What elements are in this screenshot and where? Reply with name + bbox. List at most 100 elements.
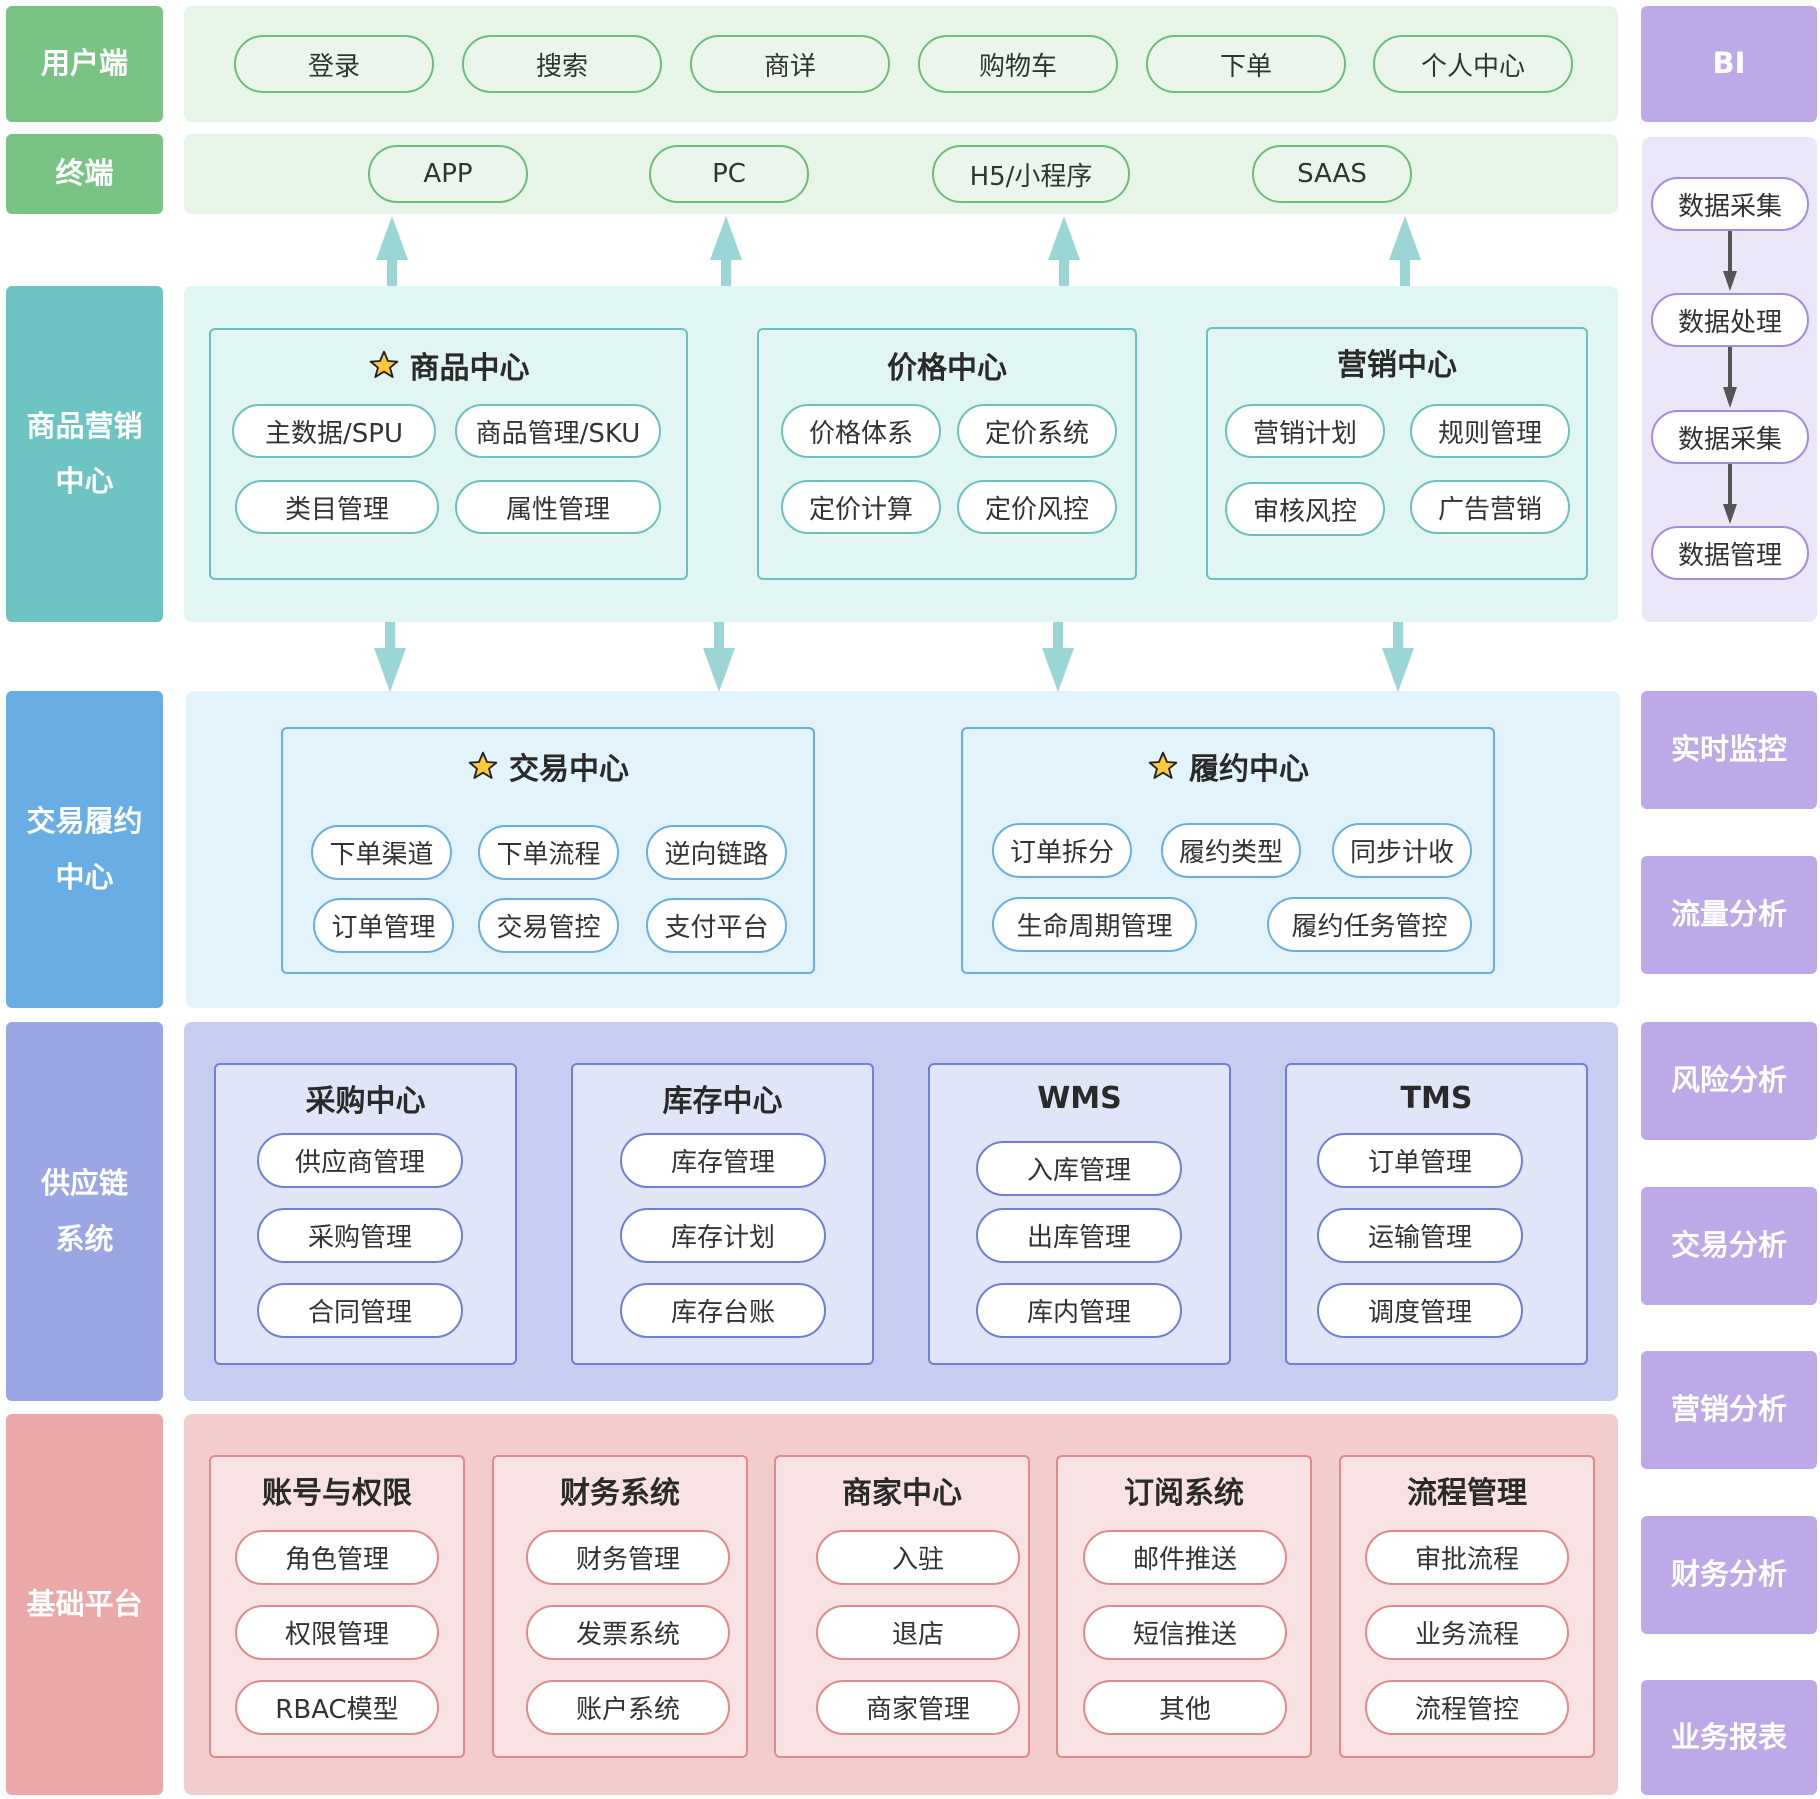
user-action-search[interactable]: 搜索 <box>462 35 662 93</box>
bi-module-business-report[interactable]: 业务报表 <box>1641 1680 1817 1795</box>
user-action-order[interactable]: 下单 <box>1146 35 1346 93</box>
box-title: 账号与权限 <box>262 1476 412 1511</box>
arrow-up-icon <box>710 216 742 286</box>
module-pill[interactable]: RBAC模型 <box>235 1680 439 1735</box>
module-pill[interactable]: 入库管理 <box>976 1141 1182 1196</box>
box-title: 订阅系统 <box>1124 1476 1244 1511</box>
module-pill[interactable]: 流程管控 <box>1365 1680 1569 1735</box>
module-pill[interactable]: 退店 <box>816 1605 1020 1660</box>
box-title: 流程管理 <box>1407 1476 1527 1511</box>
bi-module-traffic-analysis[interactable]: 流量分析 <box>1641 856 1817 974</box>
user-action-login[interactable]: 登录 <box>234 35 434 93</box>
arrow-down-icon <box>374 622 406 692</box>
arrow-up-icon <box>1048 216 1080 286</box>
arrow-down-icon <box>1723 347 1737 408</box>
module-pill[interactable]: 账户系统 <box>526 1680 730 1735</box>
arrow-down-icon <box>1723 464 1737 524</box>
layer-label-trade-fulfillment: 交易履约 中心 <box>6 691 163 1008</box>
module-pill[interactable]: 采购管理 <box>257 1208 463 1263</box>
terminal-app[interactable]: APP <box>368 145 528 203</box>
module-pill[interactable]: 逆向链路 <box>646 825 787 880</box>
bi-header: BI <box>1641 6 1817 122</box>
bi-module-marketing-analysis[interactable]: 营销分析 <box>1641 1351 1817 1469</box>
module-pill[interactable]: 库存计划 <box>620 1208 826 1263</box>
module-pill[interactable]: 下单流程 <box>478 825 619 880</box>
module-pill[interactable]: 短信推送 <box>1083 1605 1287 1660</box>
module-pill[interactable]: 主数据/SPU <box>232 404 436 458</box>
bi-module-realtime-monitor[interactable]: 实时监控 <box>1641 691 1817 809</box>
module-pill[interactable]: 营销计划 <box>1225 404 1385 458</box>
box-title: WMS <box>1037 1080 1122 1116</box>
module-pill[interactable]: 供应商管理 <box>257 1133 463 1188</box>
module-pill[interactable]: 运输管理 <box>1317 1208 1523 1263</box>
bi-module-trade-analysis[interactable]: 交易分析 <box>1641 1187 1817 1305</box>
star-icon <box>468 751 498 779</box>
module-pill[interactable]: 定价系统 <box>957 404 1117 458</box>
module-pill[interactable]: 类目管理 <box>235 480 439 534</box>
box-title: 采购中心 <box>305 1084 426 1119</box>
user-action-cart[interactable]: 购物车 <box>918 35 1118 93</box>
module-pill[interactable]: 出库管理 <box>976 1208 1182 1263</box>
module-pill[interactable]: 定价计算 <box>781 480 941 534</box>
module-pill[interactable]: 下单渠道 <box>311 825 452 880</box>
module-pill[interactable]: 合同管理 <box>257 1283 463 1338</box>
module-pill[interactable]: 商品管理/SKU <box>455 404 661 458</box>
module-pill[interactable]: 库存管理 <box>620 1133 826 1188</box>
module-pill[interactable]: 广告营销 <box>1410 480 1570 534</box>
bi-module-finance-analysis[interactable]: 财务分析 <box>1641 1516 1817 1634</box>
module-pill[interactable]: 订单管理 <box>1317 1133 1523 1188</box>
module-pill[interactable]: 履约任务管控 <box>1267 897 1472 952</box>
module-pill[interactable]: 规则管理 <box>1410 404 1570 458</box>
module-pill[interactable]: 审核风控 <box>1225 482 1385 536</box>
module-pill[interactable]: 交易管控 <box>478 898 619 953</box>
module-pill[interactable]: 入驻 <box>816 1530 1020 1585</box>
arrow-down-icon <box>1723 231 1737 291</box>
box-title: 财务系统 <box>560 1476 680 1511</box>
module-pill[interactable]: 审批流程 <box>1365 1530 1569 1585</box>
arrow-down-icon <box>1382 622 1414 692</box>
module-pill[interactable]: 邮件推送 <box>1083 1530 1287 1585</box>
terminal-pc[interactable]: PC <box>649 145 809 203</box>
arrow-down-icon <box>1042 622 1074 692</box>
module-pill[interactable]: 订单管理 <box>313 898 454 953</box>
bi-flow-step[interactable]: 数据采集 <box>1651 410 1809 464</box>
layer-label-product-marketing: 商品营销 中心 <box>6 286 163 622</box>
module-pill[interactable]: 其他 <box>1083 1680 1287 1735</box>
layer-label-base-platform: 基础平台 <box>6 1414 163 1795</box>
module-pill[interactable]: 属性管理 <box>455 480 661 534</box>
module-pill[interactable]: 角色管理 <box>235 1530 439 1585</box>
module-pill[interactable]: 发票系统 <box>526 1605 730 1660</box>
box-title: 库存中心 <box>662 1084 783 1119</box>
box-title: 商品中心 <box>409 351 530 386</box>
module-pill[interactable]: 订单拆分 <box>992 823 1132 878</box>
module-pill[interactable]: 财务管理 <box>526 1530 730 1585</box>
bi-flow-step[interactable]: 数据处理 <box>1651 293 1809 347</box>
user-action-profile[interactable]: 个人中心 <box>1373 35 1573 93</box>
arrow-up-icon <box>376 216 408 286</box>
bi-flow-step[interactable]: 数据采集 <box>1651 177 1809 231</box>
module-pill[interactable]: 业务流程 <box>1365 1605 1569 1660</box>
arrow-down-icon <box>703 622 735 692</box>
module-pill[interactable]: 权限管理 <box>235 1605 439 1660</box>
module-pill[interactable]: 调度管理 <box>1317 1283 1523 1338</box>
module-pill[interactable]: 生命周期管理 <box>992 897 1197 952</box>
module-pill[interactable]: 商家管理 <box>816 1680 1020 1735</box>
box-title: 履约中心 <box>1189 752 1309 787</box>
arrow-up-icon <box>1389 216 1421 286</box>
module-pill[interactable]: 支付平台 <box>646 898 787 953</box>
module-pill[interactable]: 库内管理 <box>976 1283 1182 1338</box>
module-pill[interactable]: 价格体系 <box>781 404 941 458</box>
bi-module-risk-analysis[interactable]: 风险分析 <box>1641 1022 1817 1140</box>
terminal-h5-miniprogram[interactable]: H5/小程序 <box>932 145 1130 203</box>
star-icon <box>1148 751 1178 779</box>
box-title: 商家中心 <box>842 1476 962 1511</box>
layer-label-terminal: 终端 <box>6 134 163 214</box>
module-pill[interactable]: 定价风控 <box>957 480 1117 534</box>
module-pill[interactable]: 履约类型 <box>1161 823 1301 878</box>
bi-flow-step[interactable]: 数据管理 <box>1651 526 1809 580</box>
terminal-saas[interactable]: SAAS <box>1252 145 1412 203</box>
module-pill[interactable]: 同步计收 <box>1332 823 1472 878</box>
user-action-product-detail[interactable]: 商详 <box>690 35 890 93</box>
module-pill[interactable]: 库存台账 <box>620 1283 826 1338</box>
layer-label-user: 用户端 <box>6 6 163 122</box>
